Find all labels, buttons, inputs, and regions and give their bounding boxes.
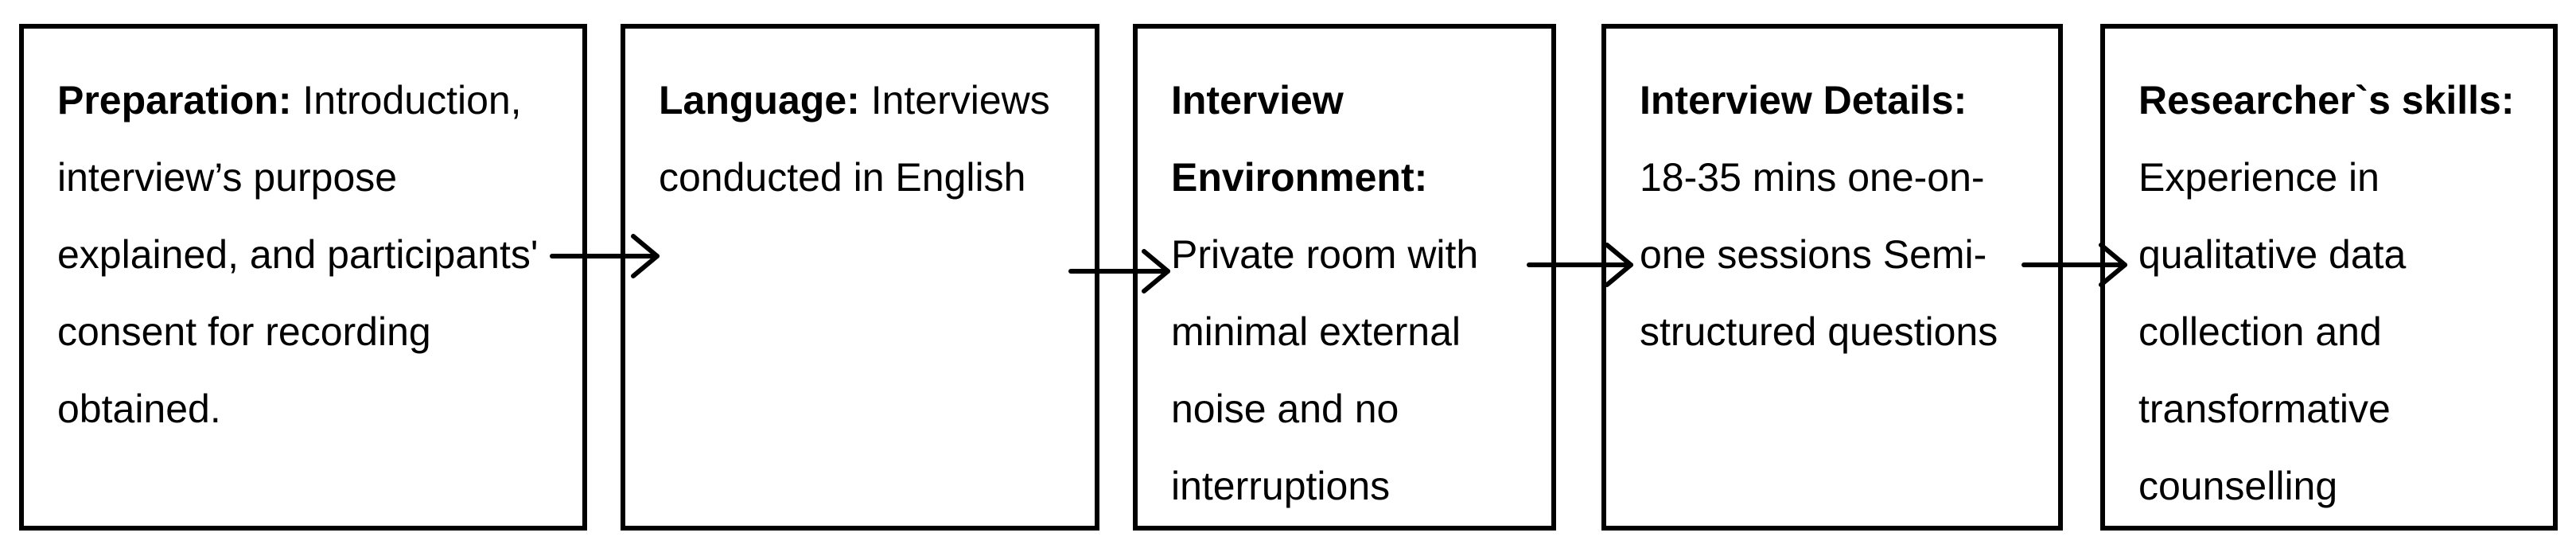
- step-heading-preparation: Preparation:: [57, 78, 292, 122]
- step-text-environment: Interview Environment: Private room with…: [1171, 62, 1527, 525]
- step-text-details: Interview Details: 18-35 mins one-on-one…: [1640, 62, 2034, 371]
- step-heading-details: Interview Details:: [1640, 78, 1967, 122]
- step-heading-researcher-skills: Researcher`s skills:: [2138, 78, 2515, 122]
- step-heading-environment: Interview Environment:: [1171, 78, 1428, 200]
- step-box-language: Language: Interviews conducted in Englis…: [621, 24, 1099, 531]
- step-body-researcher-skills: Experience in qualitative data collectio…: [2138, 155, 2407, 508]
- step-box-preparation: Preparation: Introduction, interview’s p…: [19, 24, 587, 531]
- step-text-preparation: Preparation: Introduction, interview’s p…: [57, 62, 558, 448]
- arrow-preparation-to-language: [550, 234, 660, 278]
- step-text-language: Language: Interviews conducted in Englis…: [659, 62, 1071, 216]
- step-body-preparation: Introduction, interview’s purpose explai…: [57, 78, 539, 431]
- step-body-language: Interviews conducted in English: [659, 78, 1050, 200]
- step-box-researcher-skills: Researcher`s skills: Experience in quali…: [2100, 24, 2558, 531]
- step-box-details: Interview Details: 18-35 mins one-on-one…: [1601, 24, 2063, 531]
- arrow-details-to-researcher-skills: [2021, 243, 2127, 287]
- step-text-researcher-skills: Researcher`s skills: Experience in quali…: [2138, 62, 2529, 525]
- step-body-environment: Private room with minimal external noise…: [1171, 232, 1479, 508]
- arrow-environment-to-details: [1527, 243, 1633, 287]
- step-box-environment: Interview Environment: Private room with…: [1133, 24, 1556, 531]
- arrow-language-to-environment: [1068, 249, 1170, 293]
- step-body-details: 18-35 mins one-on-one sessions Semi-stru…: [1640, 155, 1998, 354]
- step-heading-language: Language:: [659, 78, 860, 122]
